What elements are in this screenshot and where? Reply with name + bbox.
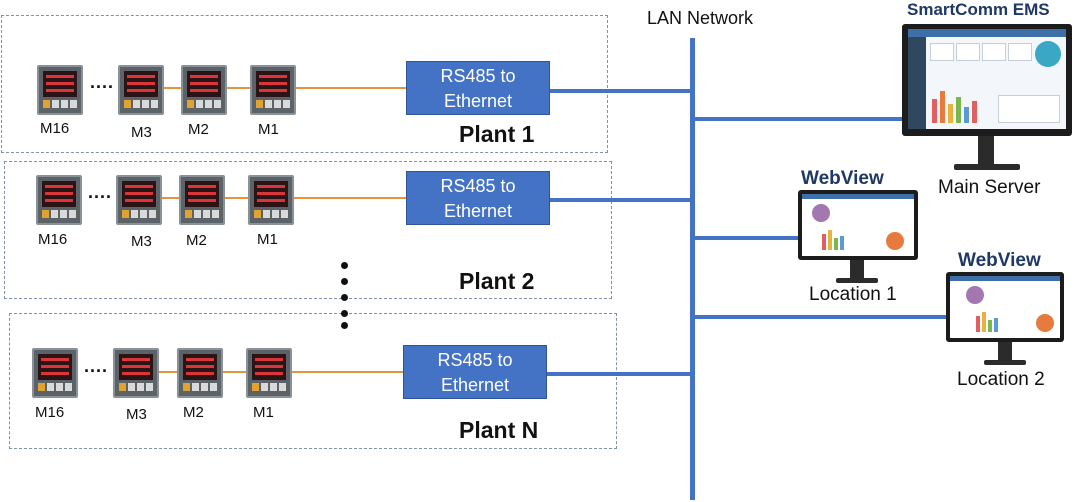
more-plants-dot — [341, 294, 348, 301]
meter-m3-plant-1 — [118, 65, 164, 115]
meter-ellipsis-plant-n: .... — [84, 356, 109, 376]
meter-label: M16 — [38, 231, 68, 248]
meter-m16-plant-2 — [36, 175, 82, 225]
location-2-monitor — [946, 272, 1064, 368]
more-plants-dot — [341, 322, 348, 329]
plant-1-box — [1, 15, 608, 153]
meter-m2-plant-2 — [179, 175, 225, 225]
location-2-link — [693, 315, 947, 319]
plant-n-link — [547, 372, 692, 376]
webview-title: WebView — [801, 168, 884, 189]
lan-network-label: LAN Network — [647, 8, 754, 28]
more-plants-dot — [341, 262, 348, 269]
location-2-caption: Location 2 — [957, 369, 1045, 390]
meter-label: M1 — [257, 231, 278, 248]
meter-label: M3 — [126, 406, 147, 423]
meter-ellipsis-plant-1: .... — [90, 72, 115, 92]
plant-title: Plant N — [459, 417, 539, 443]
server-link — [693, 117, 905, 121]
plant-2-box — [4, 161, 612, 299]
meter-label: M2 — [188, 121, 209, 138]
more-plants-dot — [341, 310, 348, 317]
meter-m16-plant-n — [32, 348, 78, 398]
meter-label: M3 — [131, 124, 152, 141]
webview-title: WebView — [958, 250, 1041, 271]
meter-m16-plant-1 — [37, 65, 83, 115]
meter-m1-plant-n — [246, 348, 292, 398]
plant-title: Plant 1 — [459, 121, 535, 147]
meter-label: M3 — [131, 233, 152, 250]
location-1-caption: Location 1 — [809, 284, 897, 305]
meter-m2-plant-1 — [181, 65, 227, 115]
meter-m3-plant-2 — [116, 175, 162, 225]
plant-title: Plant 2 — [459, 268, 535, 294]
plant-n-box — [9, 313, 617, 449]
location-1-monitor — [798, 190, 918, 286]
lan-backbone — [690, 38, 695, 500]
smartcomm-ems-title: SmartComm EMS — [907, 0, 1050, 19]
main-server-monitor — [902, 24, 1072, 174]
meter-label: M2 — [183, 404, 204, 421]
meter-m2-plant-n — [177, 348, 223, 398]
meter-m1-plant-2 — [248, 175, 294, 225]
meter-label: M1 — [258, 121, 279, 138]
meter-m1-plant-1 — [250, 65, 296, 115]
main-server-caption: Main Server — [938, 177, 1041, 198]
meter-label: M16 — [40, 120, 70, 137]
meter-label: M2 — [186, 232, 207, 249]
plant-1-link — [550, 89, 692, 93]
plant-2-link — [550, 198, 692, 202]
meter-label: M16 — [35, 404, 65, 421]
location-1-link — [693, 236, 801, 240]
meter-ellipsis-plant-2: .... — [88, 182, 113, 202]
more-plants-dot — [341, 278, 348, 285]
meter-m3-plant-n — [113, 348, 159, 398]
meter-label: M1 — [253, 404, 274, 421]
